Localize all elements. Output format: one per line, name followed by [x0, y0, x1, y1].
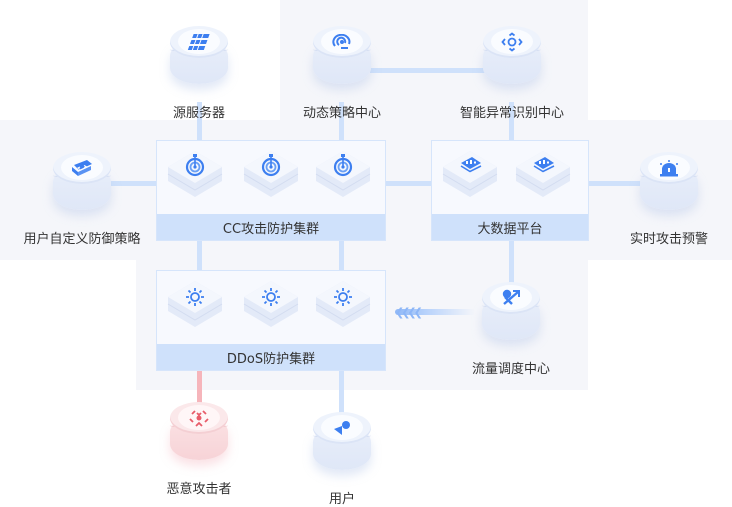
- edge-bigdata-to-traffic: [509, 239, 514, 284]
- attack-burst-icon: [189, 409, 209, 427]
- traffic-flow-arrow: [395, 309, 475, 315]
- ddos-cluster-label: DDoS防护集群: [157, 344, 385, 370]
- node-label: 恶意攻击者: [166, 482, 232, 497]
- target-dart-icon: [185, 154, 205, 177]
- edge-cc-to-ddos-left: [197, 239, 202, 271]
- gear-shield-icon: [186, 288, 204, 306]
- flow-chevrons-icon: ❮❮❮❮: [395, 306, 423, 319]
- target-scan-icon: [501, 31, 523, 52]
- gear-shield-icon: [262, 288, 280, 306]
- cc-cluster-label: CC攻击防护集群: [157, 214, 385, 240]
- alarm-siren-icon: [660, 159, 678, 176]
- edge-cc-to-ddos-right: [339, 239, 344, 271]
- node-realtime-alert[interactable]: 实时攻击预警: [609, 152, 729, 247]
- fingerprint-signal-icon: [332, 33, 351, 49]
- edge-user-to-ddos: [339, 369, 344, 415]
- route-arrows-icon: [502, 289, 520, 305]
- ddos-node: [164, 277, 226, 339]
- edge-anomaly-to-bigdata: [509, 102, 514, 142]
- edge-origin-to-cc: [197, 102, 202, 142]
- bigdata-cluster-label: 大数据平台: [432, 214, 588, 240]
- cc-node: [240, 147, 302, 209]
- node-label: 用户自定义防御策略: [23, 232, 141, 247]
- edge-dynamic-to-cc: [339, 102, 344, 142]
- edge-custom-to-cc: [110, 181, 157, 186]
- edge-cc-to-bigdata: [385, 181, 432, 186]
- bigdata-cluster[interactable]: 大数据平台: [431, 140, 589, 241]
- bigdata-node: [512, 147, 574, 209]
- node-label: 用户: [328, 492, 355, 507]
- edge-bigdata-to-alert: [588, 181, 643, 186]
- ddos-node: [312, 277, 374, 339]
- ddos-node: [240, 277, 302, 339]
- data-chart-icon: [533, 157, 555, 173]
- target-dart-icon: [333, 154, 353, 177]
- node-origin-server[interactable]: 源服务器: [139, 26, 259, 121]
- node-label: 动态策略中心: [302, 106, 381, 121]
- target-dart-icon: [261, 154, 281, 177]
- data-chart-icon: [460, 157, 482, 173]
- ddos-cluster[interactable]: DDoS防护集群: [156, 270, 386, 371]
- node-user[interactable]: 用户: [282, 412, 402, 507]
- user-icon: [334, 420, 350, 435]
- cc-node: [312, 147, 374, 209]
- node-traffic-scheduling[interactable]: 流量调度中心: [451, 282, 571, 377]
- node-label: 源服务器: [172, 106, 225, 121]
- gear-shield-icon: [334, 288, 352, 306]
- node-dynamic-policy[interactable]: 动态策略中心: [282, 26, 402, 121]
- cc-node: [164, 147, 226, 209]
- cc-cluster[interactable]: CC攻击防护集群: [156, 140, 386, 241]
- edge-attacker-to-ddos: [197, 369, 202, 405]
- node-anomaly-detection[interactable]: 智能异常识别中心: [452, 26, 572, 121]
- edge-dynamic-to-anomaly: [370, 68, 485, 73]
- server-rack-icon: [187, 33, 210, 50]
- code-window-icon: [72, 159, 92, 176]
- node-label: 流量调度中心: [471, 362, 550, 377]
- node-label: 智能异常识别中心: [459, 106, 564, 121]
- node-custom-policy[interactable]: 用户自定义防御策略: [22, 152, 142, 247]
- bigdata-node: [439, 147, 501, 209]
- node-label: 实时攻击预警: [629, 232, 708, 247]
